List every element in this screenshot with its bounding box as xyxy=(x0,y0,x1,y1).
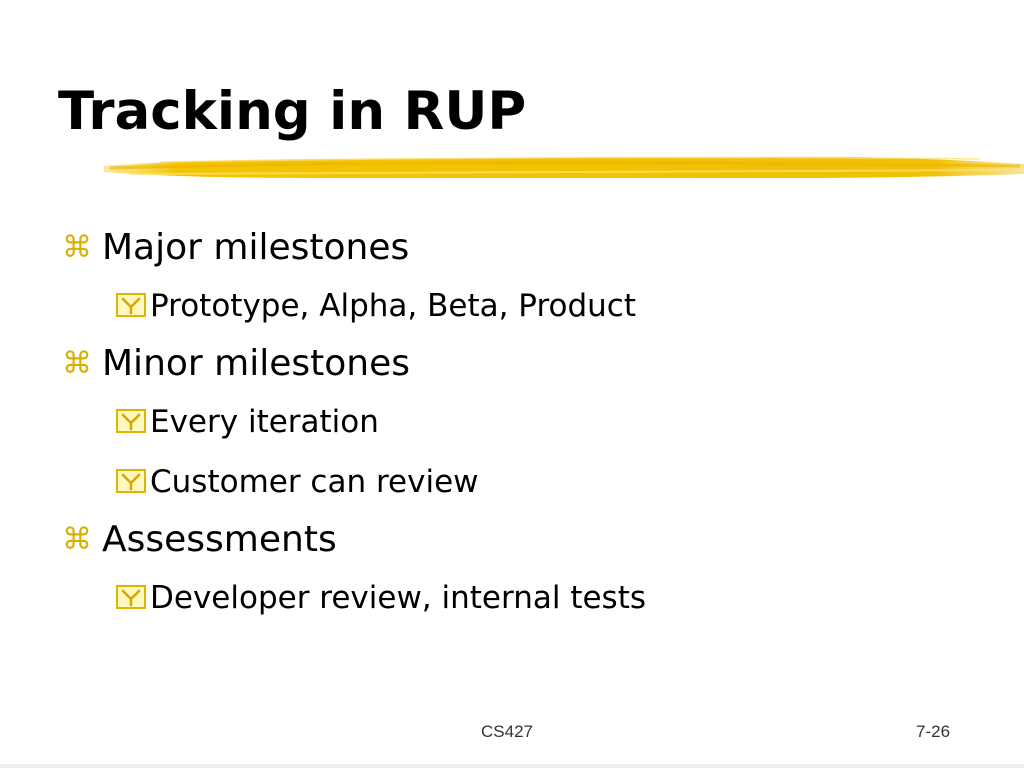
title-underline-brush xyxy=(104,156,1024,178)
bottom-divider xyxy=(0,764,1024,768)
bullet-minor-milestones: ⌘Minor milestones xyxy=(62,336,1002,392)
sub-bullet-every-iteration: Every iteration xyxy=(62,392,1002,452)
checkbox-y-icon xyxy=(116,568,150,628)
checkbox-y-icon xyxy=(116,392,150,452)
bullet-assessments: ⌘Assessments xyxy=(62,512,1002,568)
bullet-major-milestones: ⌘Major milestones xyxy=(62,220,1002,276)
slide-title: Tracking in RUP xyxy=(58,81,527,142)
checkbox-y-icon xyxy=(116,276,150,336)
command-icon: ⌘ xyxy=(62,230,92,265)
checkbox-y-icon xyxy=(116,452,150,512)
command-icon: ⌘ xyxy=(62,346,92,381)
bullet-list: ⌘Major milestones Prototype, Alpha, Beta… xyxy=(62,220,1002,628)
footer-page-number: 7-26 xyxy=(916,722,951,741)
footer-course: CS427 xyxy=(481,722,533,741)
sub-bullet-customer-review: Customer can review xyxy=(62,452,1002,512)
sub-bullet-developer-review: Developer review, internal tests xyxy=(62,568,1002,628)
command-icon: ⌘ xyxy=(62,522,92,557)
sub-bullet-prototype: Prototype, Alpha, Beta, Product xyxy=(62,276,1002,336)
